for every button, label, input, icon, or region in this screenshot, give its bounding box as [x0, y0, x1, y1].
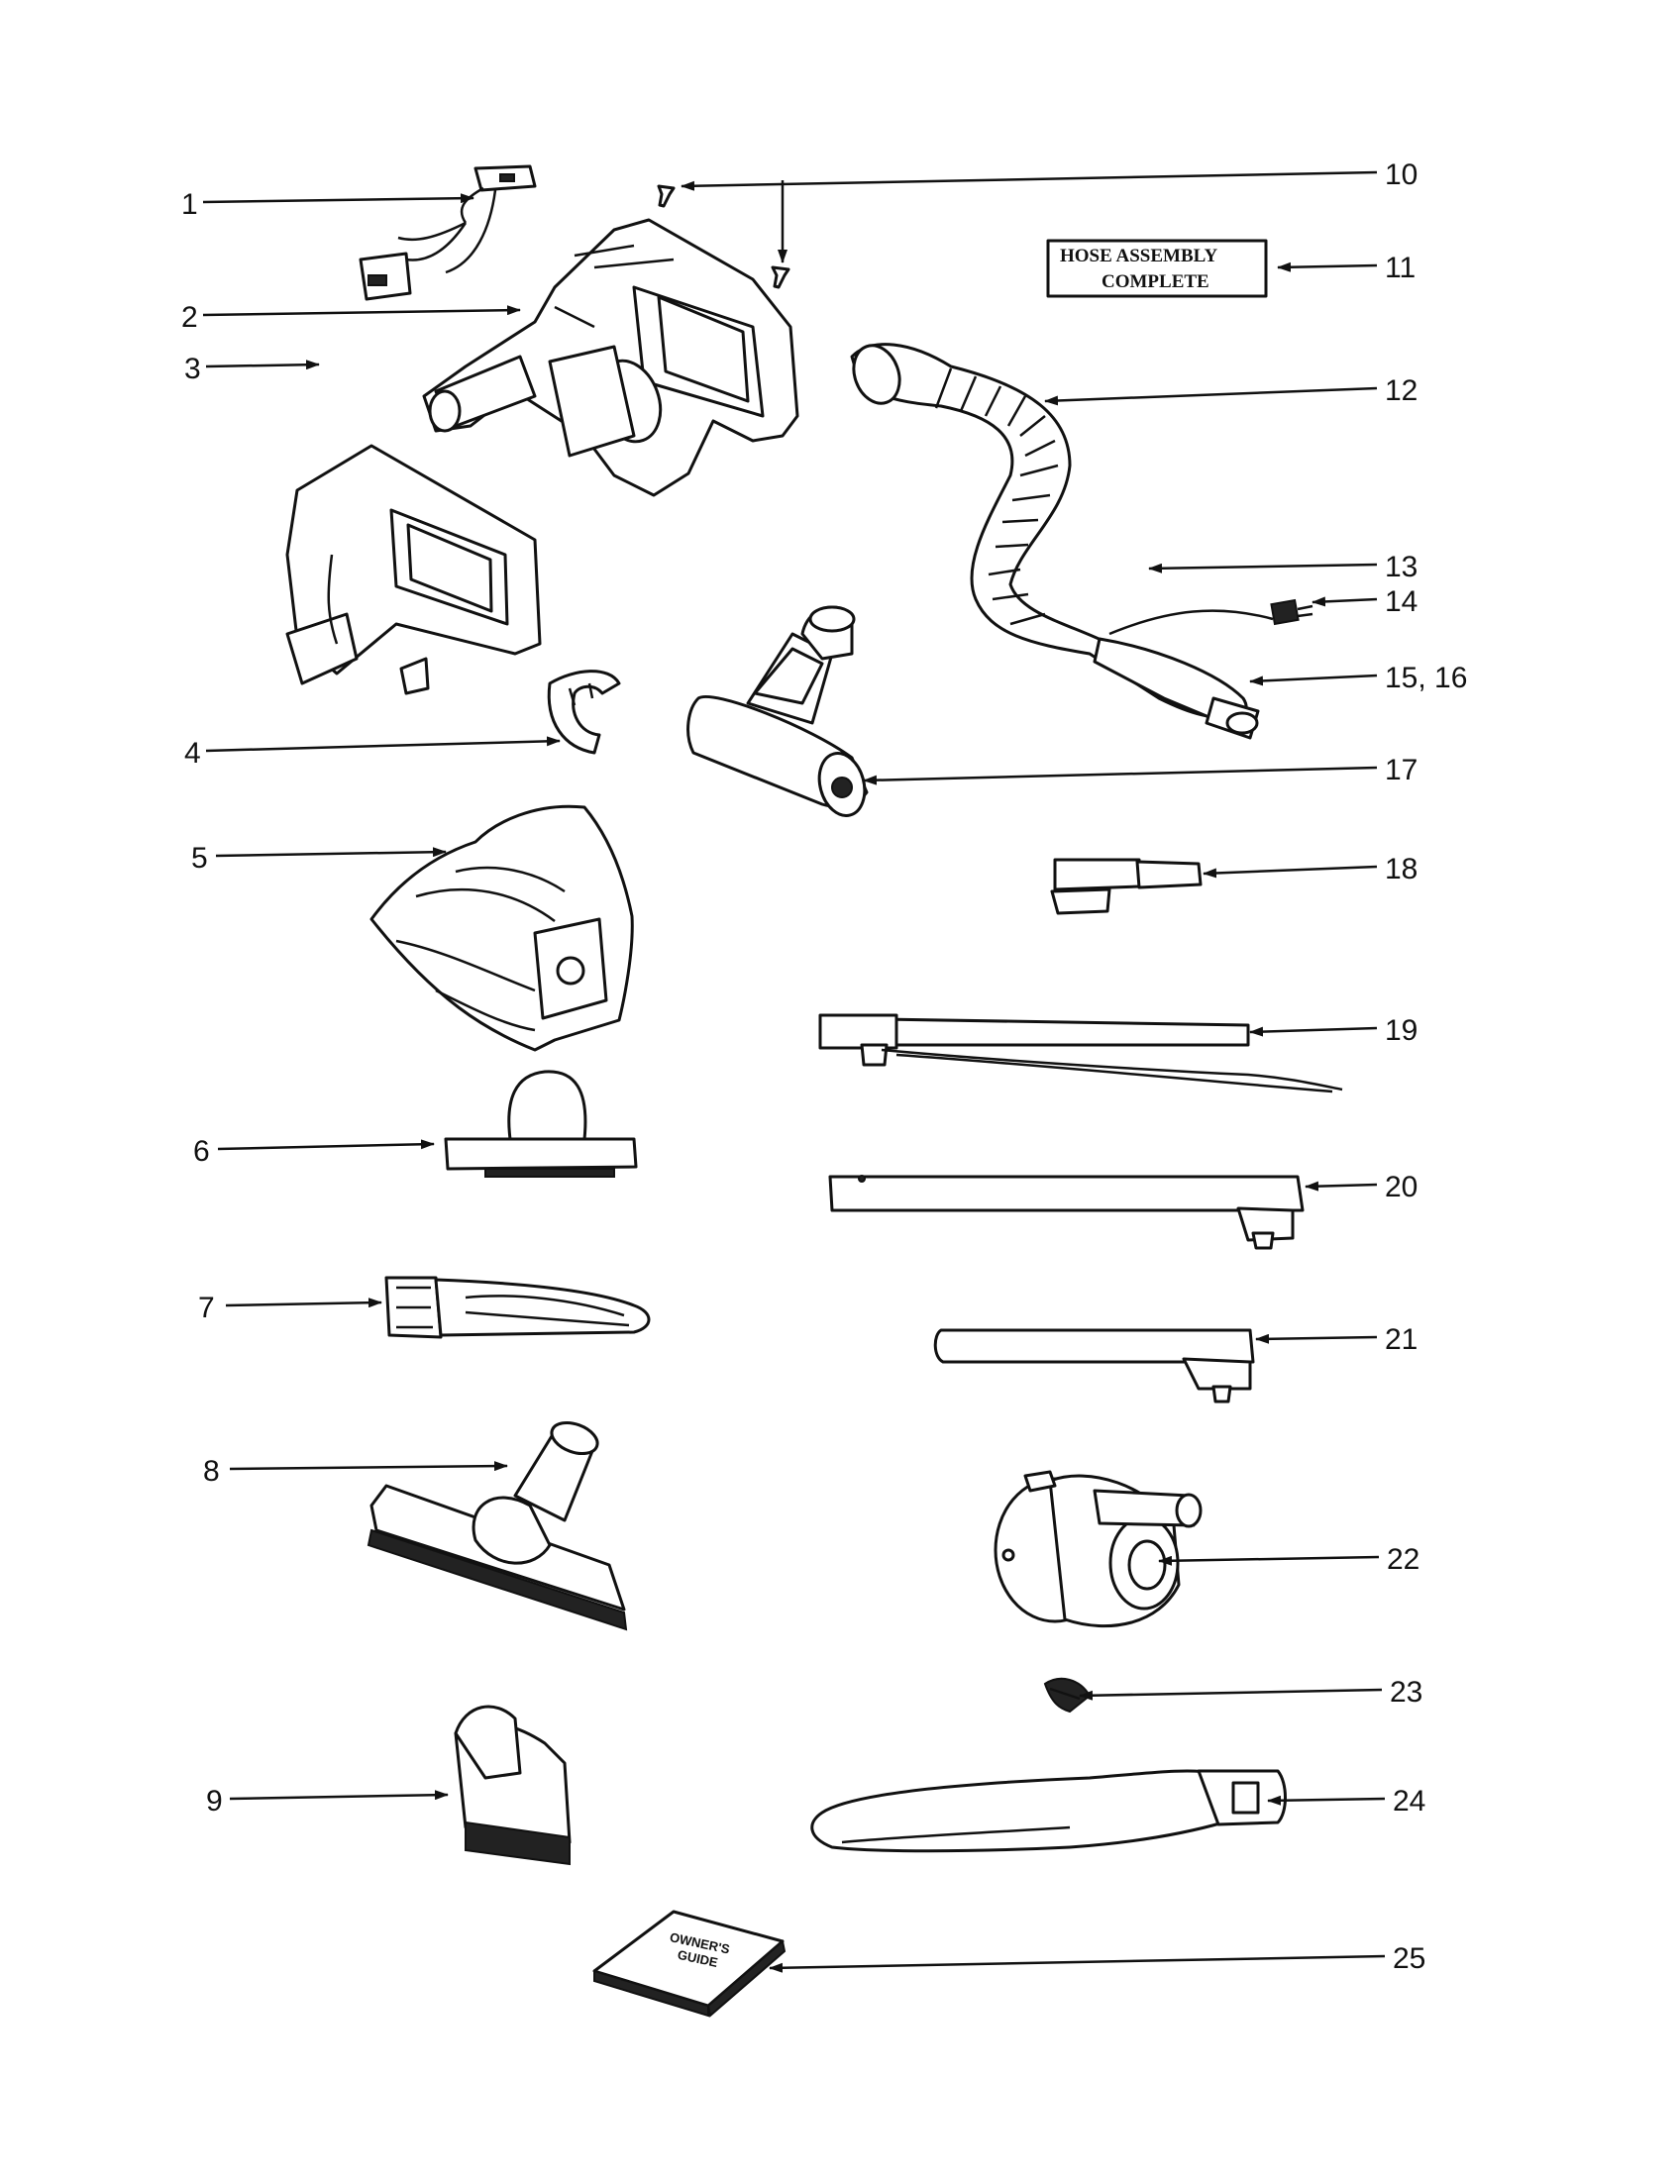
- part-24-handle-grip: [810, 1769, 1287, 1853]
- part-22-motor: [994, 1470, 1203, 1627]
- part-21-extension-wand: [933, 1328, 1255, 1404]
- part-19-upper-wand: [818, 1013, 1343, 1093]
- part-14-hose-plug: [1270, 598, 1313, 626]
- callout-12: 12: [1385, 374, 1418, 407]
- leader-7: [225, 1298, 382, 1308]
- leader-8: [229, 1461, 508, 1472]
- callout-2: 2: [181, 301, 198, 334]
- leader-5: [215, 847, 447, 858]
- part-13-hose-wire: [1108, 609, 1274, 636]
- leader-6: [217, 1139, 435, 1151]
- part-20-lower-wand: [828, 1175, 1305, 1250]
- callout-4: 4: [184, 737, 201, 770]
- leader-2: [202, 305, 521, 317]
- callout-13: 13: [1385, 551, 1418, 583]
- callout-25: 25: [1393, 1942, 1425, 1975]
- leader-4: [205, 736, 561, 753]
- callout-11: 11: [1385, 252, 1416, 284]
- callout-6: 6: [193, 1135, 210, 1168]
- leader-20: [1305, 1181, 1378, 1192]
- part-9-dusting-brush: [454, 1705, 572, 1866]
- callout-14: 14: [1385, 585, 1418, 618]
- callout-15-16: 15, 16: [1385, 662, 1467, 694]
- leader-24: [1267, 1795, 1386, 1806]
- leader-19: [1249, 1026, 1378, 1037]
- callout-20: 20: [1385, 1171, 1418, 1203]
- part-10-screws: [657, 184, 790, 289]
- part-2-handle-housing: [422, 218, 799, 497]
- callout-9: 9: [206, 1785, 223, 1818]
- callout-numbers: 1 2 3 4 5 6 7 8 9 10 11 12 13 14 15, 16 …: [181, 158, 1467, 1975]
- part-5-dust-bag: [369, 804, 634, 1052]
- leader-11: [1277, 261, 1378, 272]
- hose-label-line1: HOSE ASSEMBLY: [1060, 246, 1218, 266]
- part-17-power-nozzle: [686, 605, 869, 817]
- part-18-adapter: [1050, 858, 1203, 915]
- leader-23: [1079, 1688, 1383, 1701]
- part-4-clip: [547, 670, 621, 755]
- leader-15-16: [1249, 674, 1378, 686]
- part-12-hose: [850, 343, 1260, 740]
- callout-10: 10: [1385, 158, 1418, 191]
- leader-13: [1148, 563, 1378, 573]
- callout-18: 18: [1385, 853, 1418, 885]
- callout-21: 21: [1385, 1323, 1418, 1356]
- callout-1: 1: [181, 188, 198, 221]
- callout-22: 22: [1387, 1543, 1419, 1576]
- part-8-floor-brush: [367, 1420, 628, 1631]
- leader-17: [863, 766, 1378, 785]
- leader-18: [1203, 865, 1378, 879]
- leader-14: [1312, 596, 1378, 607]
- leader-21: [1255, 1333, 1378, 1344]
- callout-7: 7: [198, 1292, 215, 1324]
- leader-25: [769, 1954, 1386, 1973]
- leader-lines: [202, 170, 1386, 1973]
- part-23-clip: [1043, 1677, 1092, 1714]
- part-7-crevice-tool: [384, 1276, 651, 1339]
- callout-5: 5: [191, 842, 208, 875]
- callout-23: 23: [1390, 1676, 1422, 1709]
- callout-3: 3: [184, 353, 201, 385]
- callout-19: 19: [1385, 1014, 1418, 1047]
- part-3-bag-housing: [285, 444, 542, 695]
- part-6-upholstery-nozzle: [444, 1070, 638, 1178]
- leader-3: [205, 360, 320, 370]
- part-25-owners-guide: OWNER'S GUIDE: [592, 1910, 787, 2018]
- leader-10: [681, 170, 1378, 191]
- hose-label-line2: COMPLETE: [1102, 271, 1209, 292]
- part-1-switch-harness: [359, 164, 537, 301]
- callout-17: 17: [1385, 754, 1418, 786]
- part-11-hose-label: HOSE ASSEMBLY COMPLETE: [1046, 239, 1268, 298]
- callout-8: 8: [203, 1455, 220, 1488]
- leader-12: [1044, 386, 1378, 406]
- leader-22: [1158, 1555, 1380, 1566]
- leader-1: [202, 193, 474, 204]
- leader-9: [229, 1790, 449, 1801]
- callout-24: 24: [1393, 1785, 1425, 1818]
